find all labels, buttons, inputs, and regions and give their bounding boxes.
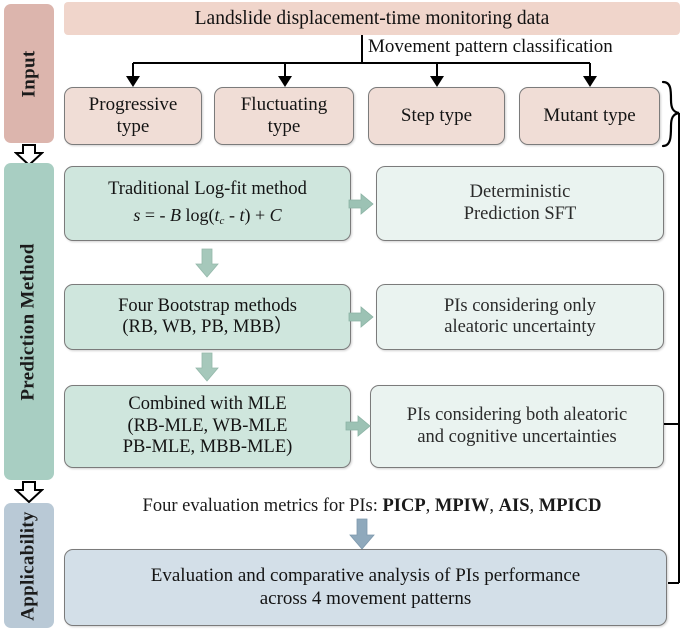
movement-type-fluctuating[interactable]: Fluctuating type	[214, 87, 354, 145]
result-sft-line1: Deterministic	[469, 182, 571, 203]
metrics-sep-1: ,	[425, 496, 435, 516]
movement-type-mutant[interactable]: Mutant type	[519, 87, 660, 145]
method-bootstrap-line2: (RB, WB, PB, MBB）	[122, 317, 293, 337]
stage-label-prediction-method: Prediction Method	[18, 242, 40, 401]
metric-picp: PICP	[382, 496, 426, 516]
stage-bar-applicability: Applicability	[4, 503, 54, 628]
flow-arrow-right-1	[348, 191, 374, 217]
result-sft-line2: Prediction SFT	[463, 203, 577, 224]
result-box-aleatoric[interactable]: PIs considering only aleatoric uncertain…	[376, 284, 664, 350]
result-aleatoric-line2: aleatoric uncertainty	[444, 317, 596, 337]
stage-label-applicability: Applicability	[18, 510, 40, 621]
classification-label: Movement pattern classification	[368, 36, 613, 57]
flow-arrow-down-evaluation	[348, 518, 376, 550]
movement-type-mutant-label: Mutant type	[543, 104, 636, 126]
result-both-line2: and cognitive uncertainties	[417, 426, 617, 447]
evaluation-box[interactable]: Evaluation and comparative analysis of P…	[64, 549, 667, 626]
evaluation-line2: across 4 movement patterns	[259, 587, 472, 609]
movement-type-step[interactable]: Step type	[368, 87, 505, 145]
metrics-sep-3: ,	[529, 496, 539, 516]
method-mle-line1: Combined with MLE	[128, 394, 287, 415]
movement-type-step-label: Step type	[400, 104, 473, 126]
method-box-logfit[interactable]: Traditional Log-fit method s = - B log(t…	[64, 166, 351, 241]
stage-bar-input: Input	[4, 4, 54, 143]
flow-arrow-down-1	[194, 248, 220, 278]
result-aleatoric-line1: PIs considering only	[443, 295, 597, 316]
method-box-bootstrap[interactable]: Four Bootstrap methods (RB, WB, PB, MBB）	[64, 284, 351, 350]
movement-type-progressive-line1: Progressive	[88, 93, 178, 115]
movement-type-fluctuating-line1: Fluctuating	[240, 93, 328, 115]
metric-ais: AIS	[498, 496, 530, 516]
stage-transition-arrow-2	[13, 481, 45, 504]
method-logfit-title: Traditional Log-fit method	[108, 179, 307, 200]
stage-transition-arrow-1	[13, 144, 45, 167]
flow-arrow-right-2	[348, 304, 374, 330]
metric-mpicd: MPICD	[538, 496, 602, 516]
method-mle-line2: (RB-MLE, WB-MLE	[127, 415, 288, 436]
stage-label-input: Input	[17, 50, 39, 97]
result-box-deterministic-sft[interactable]: Deterministic Prediction SFT	[376, 166, 664, 241]
result-both-line1: PIs considering both aleatoric	[406, 405, 628, 426]
header-banner: Landslide displacement-time monitoring d…	[64, 2, 680, 35]
evaluation-line1: Evaluation and comparative analysis of P…	[150, 565, 581, 587]
movement-type-fluctuating-line2: type	[267, 116, 301, 137]
flow-arrow-down-2	[194, 352, 220, 382]
stage-bar-prediction-method: Prediction Method	[4, 163, 54, 480]
metrics-prefix: Four evaluation metrics for PIs:	[142, 496, 383, 516]
metric-mpiw: MPIW	[434, 496, 490, 516]
result-box-aleatoric-and-cognitive[interactable]: PIs considering both aleatoric and cogni…	[370, 385, 664, 468]
method-logfit-formula: s = - B log(tc - t) + C	[133, 205, 282, 228]
header-title: Landslide displacement-time monitoring d…	[194, 7, 550, 29]
method-box-mle[interactable]: Combined with MLE (RB-MLE, WB-MLE PB-MLE…	[64, 385, 351, 468]
method-bootstrap-line1: Four Bootstrap methods	[118, 295, 297, 316]
metrics-sep-2: ,	[489, 496, 499, 516]
flow-arrow-right-3	[345, 413, 371, 439]
movement-type-progressive-line2: type	[116, 116, 150, 137]
movement-type-progressive[interactable]: Progressive type	[64, 87, 202, 145]
method-mle-line3: PB-MLE, MBB-MLE)	[122, 437, 293, 458]
metrics-caption: Four evaluation metrics for PIs: PICP, M…	[64, 496, 680, 517]
